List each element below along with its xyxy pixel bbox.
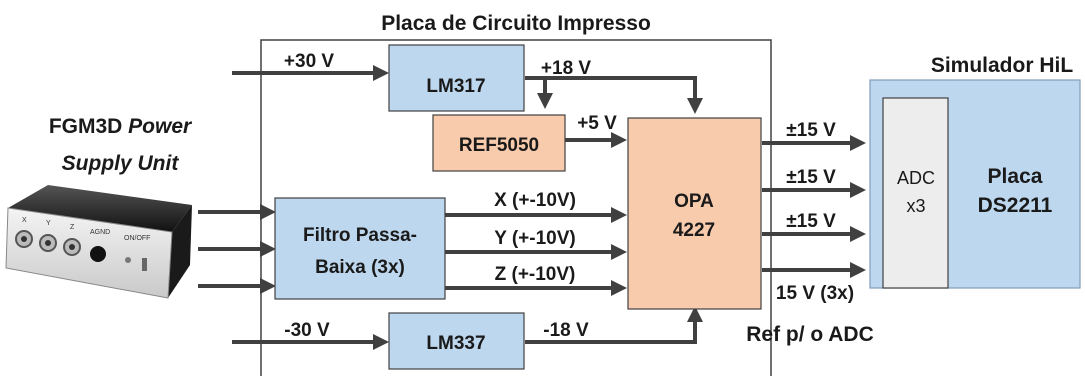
label-ref-adc: Ref p/ o ADC: [746, 323, 874, 346]
psu-title-brand: FGM3D: [49, 115, 128, 138]
power-led-icon: [125, 257, 131, 263]
label-minus30: -30 V: [284, 320, 330, 341]
device-body-top: [8, 185, 192, 232]
arrow-minus18-to-opa: [525, 306, 703, 344]
ref5050-block: [432, 114, 566, 172]
ref5050-label: REF5050: [459, 135, 539, 156]
device-label-z: Z: [70, 224, 75, 231]
label-x: X (+-10V): [494, 190, 576, 211]
label-plus18: +18 V: [541, 58, 592, 79]
ds2211-label-line2: DS2211: [978, 194, 1053, 217]
device-label-y: Y: [46, 220, 51, 227]
arrows-group: [198, 65, 866, 350]
bnc-pin-y-icon: [45, 240, 51, 246]
arrow-plus18-to-opa: [525, 76, 703, 114]
label-15v-3x: 15 V (3x): [776, 283, 854, 304]
label-z: Z (+-10V): [495, 264, 576, 285]
lm337-block: [388, 312, 525, 370]
label-plus30: +30 V: [284, 51, 335, 72]
onoff-switch-icon: [142, 258, 147, 271]
pcb-title: Placa de Circuito Impresso: [381, 12, 651, 35]
adc-label-line1: ADC: [897, 168, 935, 188]
agnd-socket-icon: [90, 246, 106, 262]
label-y: Y (+-10V): [494, 228, 576, 249]
label-plus5: +5 V: [577, 113, 617, 134]
label-pm15-c: ±15 V: [786, 211, 836, 232]
adc-block: [882, 97, 949, 289]
filter-block: [274, 197, 446, 300]
hil-title: Simulador HiL: [931, 54, 1074, 77]
device-label-agnd: AGND: [90, 229, 110, 236]
psu-title-line1: FGM3D Power: [49, 115, 193, 138]
device-label-onoff: ON/OFF: [124, 235, 150, 242]
power-supply-device-image: X Y Z AGND ON/OFF: [5, 185, 192, 299]
psu-title-power: Power: [128, 115, 193, 138]
opa-label-line2: 4227: [673, 220, 715, 241]
lm317-block: [388, 44, 525, 112]
bnc-pin-z-icon: [69, 244, 75, 250]
filter-label-line2: Baixa (3x): [315, 257, 405, 278]
lm337-label: LM337: [426, 333, 485, 354]
label-minus18: -18 V: [543, 320, 589, 341]
device-body-side: [168, 205, 192, 298]
device-front-panel: [5, 207, 173, 299]
device-label-x: X: [22, 217, 27, 224]
opa4227-block: [627, 117, 762, 310]
lm317-label: LM317: [426, 76, 485, 97]
filter-label-line1: Filtro Passa-: [303, 225, 417, 246]
psu-title-line2: Supply Unit: [62, 152, 180, 175]
ds2211-label-line1: Placa: [988, 165, 1043, 188]
adc-label-line2: x3: [906, 196, 925, 216]
opa-label-line1: OPA: [674, 191, 714, 212]
bnc-pin-x-icon: [21, 236, 27, 242]
label-pm15-a: ±15 V: [786, 120, 836, 141]
label-pm15-b: ±15 V: [786, 167, 836, 188]
